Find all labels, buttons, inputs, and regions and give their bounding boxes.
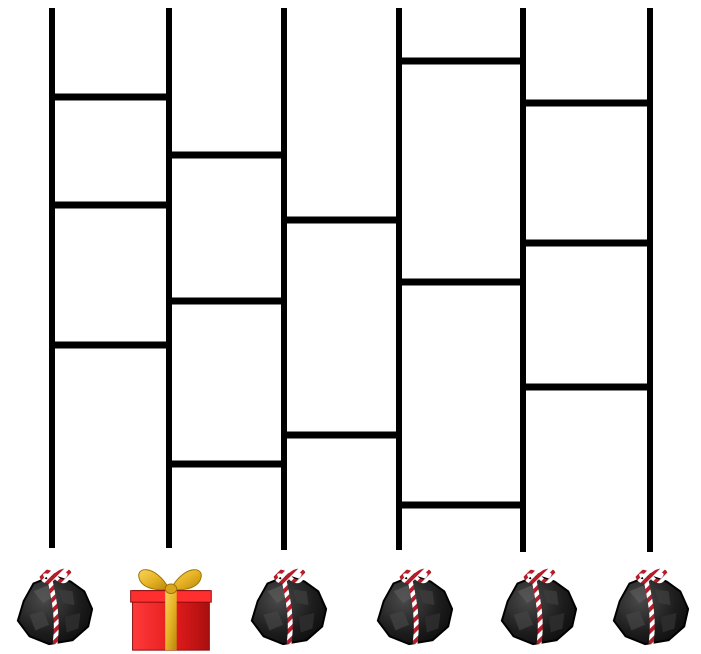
ladder-rails — [52, 8, 650, 552]
coal-lump-icon[interactable] — [614, 571, 688, 645]
coal-lump-icon[interactable] — [502, 571, 576, 645]
gift-box-icon[interactable] — [131, 570, 212, 650]
ladder-rungs — [52, 61, 650, 505]
coal-lump-icon[interactable] — [378, 571, 452, 645]
coal-lump-icon[interactable] — [18, 571, 92, 645]
coal-lump-icon[interactable] — [252, 571, 326, 645]
prize-row — [18, 570, 688, 650]
